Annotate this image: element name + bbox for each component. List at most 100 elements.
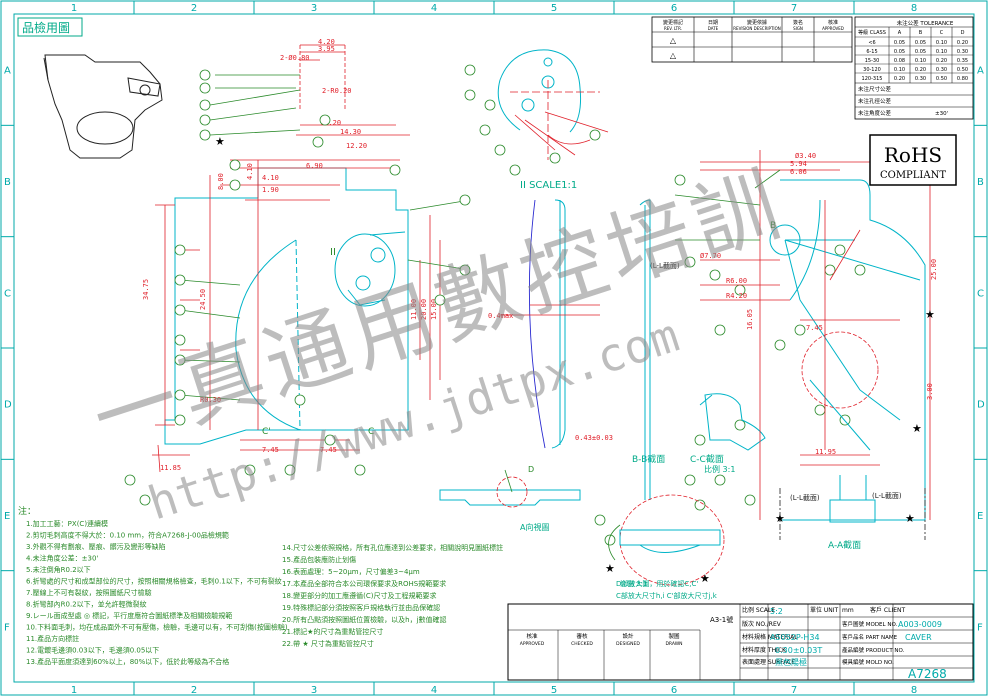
inspection-balloon [714,474,726,486]
inspection-balloon [459,264,471,276]
tol-cell: 0.10 [936,49,947,55]
dim-top-6: 1.90 [262,186,279,194]
dim-vert-6: 8.00 [217,173,225,190]
inspection-balloon [294,394,306,406]
rev-header: 簽名 [793,19,803,26]
rdim-0: Ø3.40 [795,152,816,160]
b-mark: B [770,221,776,231]
zone-row-left: A [4,66,11,77]
note-right-item: 14.尺寸公差依照規格，所有孔位應達到公差要求，相關說明見圖紙標註 [282,543,503,552]
tol-cell: 0.35 [957,58,968,64]
section-c-prime: C' [262,427,271,437]
title-cell: mm [842,607,854,614]
rev-header: 變更標記 [663,19,683,26]
notes-heading: 注： [18,505,36,517]
zone-row-left: D [4,400,12,411]
title-cell: 單位 UNIT [810,606,839,614]
title-cell: 比例 SCALE [742,606,775,614]
section-aa-label: A-A截面 [828,539,861,551]
inspection-balloon [604,534,616,546]
inspection-balloon [684,256,696,268]
note-right-item: 21.標記★的尺寸為重點管控尺寸 [282,627,383,636]
note-left-item: 1.加工工藝：PX(C)連續模 [26,519,108,528]
zone-col-top: 8 [911,3,917,14]
rev-mark: △ [670,51,677,60]
rdim-7: R6.00 [726,277,747,285]
inspection-balloon [139,494,151,506]
dim-bottom-3: 0.43±0.03 [575,434,613,442]
note-right-item: 20.所有凸點須按照圖紙位置檢驗，以及h，j數值確認 [282,615,447,624]
dim-top-9: 12.20 [346,142,367,150]
inspection-balloon [509,164,521,176]
tol-cell: 0.30 [936,67,947,73]
dim-vert-3: 15.00 [430,299,438,320]
title-cell: 材料厚度 THICK [742,646,787,654]
rohs-subtitle: COMPLIANT [880,170,946,181]
note-left-item: 10.下料面毛刺，均在成品面外不可有壓傷，檢驗，毛邊可以有，不可刮傷(按圖檢驗) [26,623,288,632]
tol-cell: 0.20 [957,40,968,46]
title-cell: A003-0009 [898,620,942,629]
tol-col-header: A [898,30,902,36]
tol-cell: 0.20 [894,76,905,82]
bb-dim: 0.4max [488,312,513,320]
section-cc [699,393,766,451]
note-left-item: 6.折彎處的尺寸和成型部位的尺寸，按照相關規格檢查，毛刺0.1以下，不可有裂紋 [26,577,282,586]
inspection-balloon [174,389,186,401]
tol-frame [854,16,974,120]
inspection-balloon [324,434,336,446]
rev-header-en: DATE [708,26,719,31]
title-sign-header-en: APPROVED [520,641,545,647]
tol-cell: 0.05 [915,49,926,55]
rev-header: 核准 [828,19,838,26]
title-sign-header-en: CHECKED [571,641,593,647]
inspection-balloon [464,64,476,76]
tol-col-header: D [961,30,965,36]
inspection-balloon [319,114,331,126]
inspection-balloon [174,274,186,286]
inspection-balloon [484,99,496,111]
zone-row-left: B [4,177,11,188]
rdim-8: Ø7.70 [700,252,721,260]
right-view-aa [639,150,931,523]
section-bb [500,199,600,449]
section-c-mark: C [368,427,374,437]
inspection-balloon [174,334,186,346]
inspection-balloon [674,174,686,186]
ll-label-0: (L-L截面) [650,261,680,270]
title-cell: 客戶圖號 MODEL NO. [842,620,898,628]
inspection-balloon [814,404,826,416]
zone-row-right: F [977,622,983,633]
svg-text:★: ★ [905,512,915,525]
zone-row-right: C [977,288,984,299]
rev-mark: △ [670,36,677,45]
tol-cell: 0.10 [915,58,926,64]
dim-bottom-2: 11.85 [160,464,181,472]
rev-header: 日期 [708,20,718,26]
title-sign-header: 審核 [576,632,588,640]
inspection-balloon [199,82,211,94]
corner-label-box [17,17,83,37]
zone-col-top: 6 [671,3,677,14]
tol-cell: 0.20 [915,67,926,73]
note-right-item: 19.特殊標記部分須按照客戶規格執行並由品保確認 [282,603,440,612]
rdim-5: 25.00 [930,259,938,280]
zone-row-right: A [977,66,984,77]
svg-text:★: ★ [925,308,935,321]
inspection-balloon [694,499,706,511]
title-block: 核准APPROVED審核CHECKED設計DESIGNED製圖DRAWNA3-1… [507,603,974,681]
tol-cell: 15-30 [865,58,880,64]
inspection-balloon [229,179,241,191]
zone-row-left: F [4,622,10,633]
note-right-item: 18.變更部分的加工應遵循(C)尺寸及工程規範要求 [282,591,436,600]
rev-header-en: APPROVED [822,26,844,31]
ll-label-2: (L-L截面) [790,493,820,502]
title-sign-header-en: DRAWN [665,641,682,647]
inspection-balloon [714,324,726,336]
note-left-item: 11.產品方向標註 [26,634,79,643]
note-left-item: 9.レール面成型處 ◎ 標記，平行度應符合圖紙標準及相關檢驗規範 [26,611,232,620]
zone-col-bottom: 6 [671,685,677,696]
title-cell: 產品編號 PRODUCT NO. [842,646,905,654]
dim-top-8: 14.30 [340,128,361,136]
dim-bottom-0: 7.45 [262,446,279,454]
